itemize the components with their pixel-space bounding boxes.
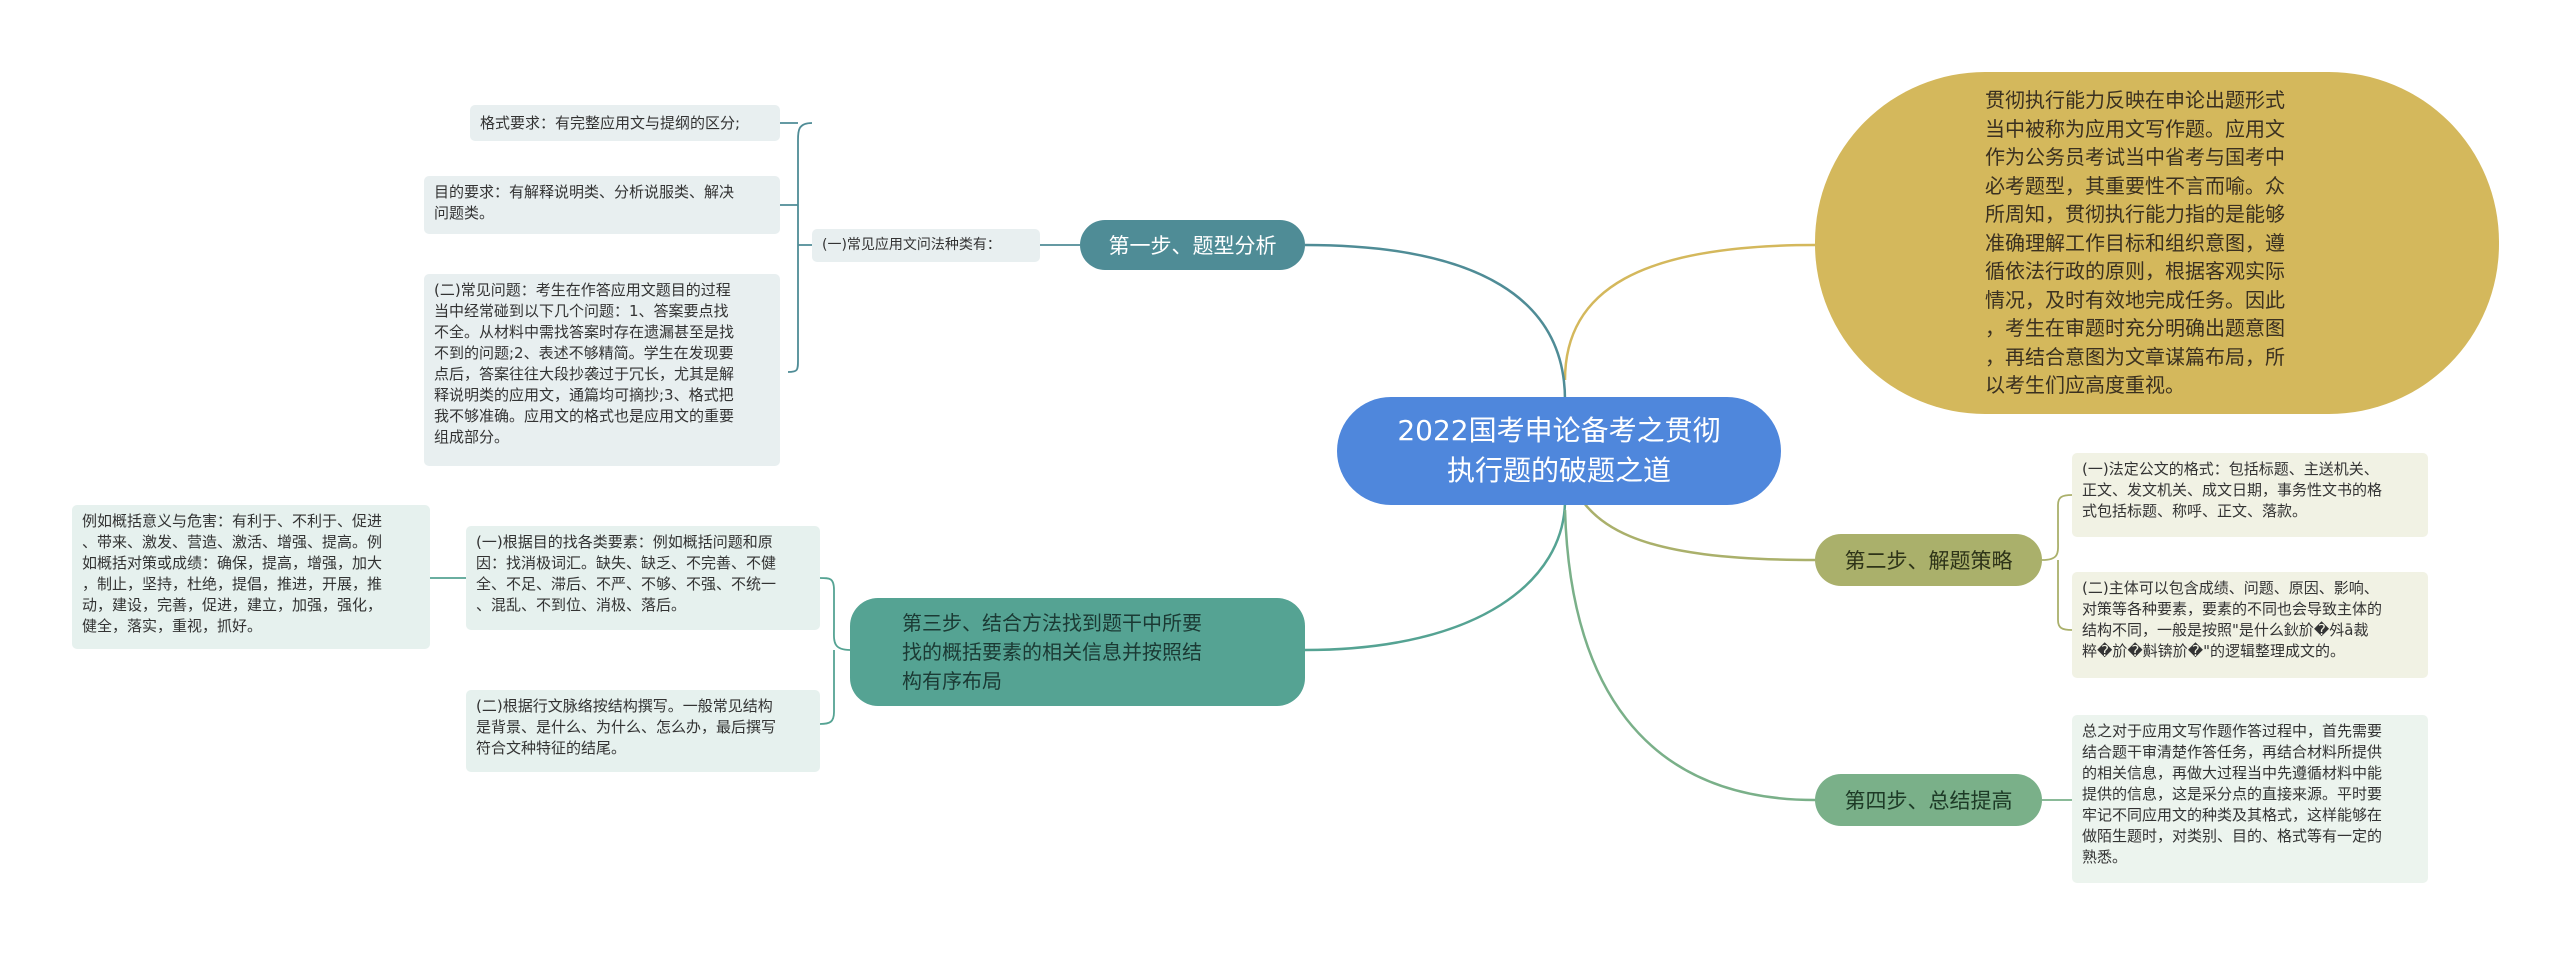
bracket-step3 (819, 577, 851, 725)
step3-detail-examples[interactable]: 例如概括意义与危害：有利于、不利于、促进 、带来、激发、营造、激活、增强、提高。… (72, 505, 430, 649)
intro-bubble[interactable]: 贯彻执行能力反映在申论出题形式 当中被称为应用文写作题。应用文 作为公务员考试当… (1815, 72, 2499, 414)
step2-item-subject[interactable]: (二)主体可以包含成绩、问题、原因、影响、 对策等各种要素，要素的不同也会导致主… (2072, 572, 2428, 678)
step1-item-format[interactable]: 格式要求：有完整应用文与提纲的区分; (470, 105, 780, 141)
step2-node[interactable]: 第二步、解题策略 (1815, 534, 2042, 586)
step2-item-format[interactable]: (一)法定公文的格式：包括标题、主送机关、 正文、发文机关、成文日期，事务性文书… (2072, 453, 2428, 537)
bracket-step1 (780, 122, 813, 373)
link-root-step4 (1563, 509, 1816, 802)
step1-item-problems[interactable]: (二)常见问题：考生在作答应用文题目的过程 当中经常碰到以下几个问题：1、答案要… (424, 274, 780, 466)
step3-node[interactable]: 第三步、结合方法找到题干中所要 找的概括要素的相关信息并按照结 构有序布局 (850, 598, 1305, 706)
link-root-step3 (1304, 499, 1567, 652)
step4-node[interactable]: 第四步、总结提高 (1815, 774, 2042, 826)
root-topic[interactable]: 2022国考申论备考之贯彻 执行题的破题之道 (1337, 397, 1781, 505)
step3-item-elements[interactable]: (一)根据目的找各类要素：例如概括问题和原 因：找消极词汇。缺失、缺乏、不完善、… (466, 526, 820, 630)
link-root-step1 (1304, 243, 1567, 401)
step1-node[interactable]: 第一步、题型分析 (1080, 220, 1305, 270)
bracket-step2 (2041, 494, 2073, 631)
step3-item-structure[interactable]: (二)根据行文脉络按结构撰写。一般常见结构 是背景、是什么、为什么、怎么办，最后… (466, 690, 820, 772)
step4-item-summary[interactable]: 总之对于应用文写作题作答过程中，首先需要 结合题干审清楚作答任务，再结合材料所提… (2072, 715, 2428, 883)
step1-sub-item[interactable]: (一)常见应用文问法种类有： (812, 229, 1040, 262)
link-root-intro (1563, 243, 1816, 381)
step1-item-purpose[interactable]: 目的要求：有解释说明类、分析说服类、解决 问题类。 (424, 176, 780, 234)
